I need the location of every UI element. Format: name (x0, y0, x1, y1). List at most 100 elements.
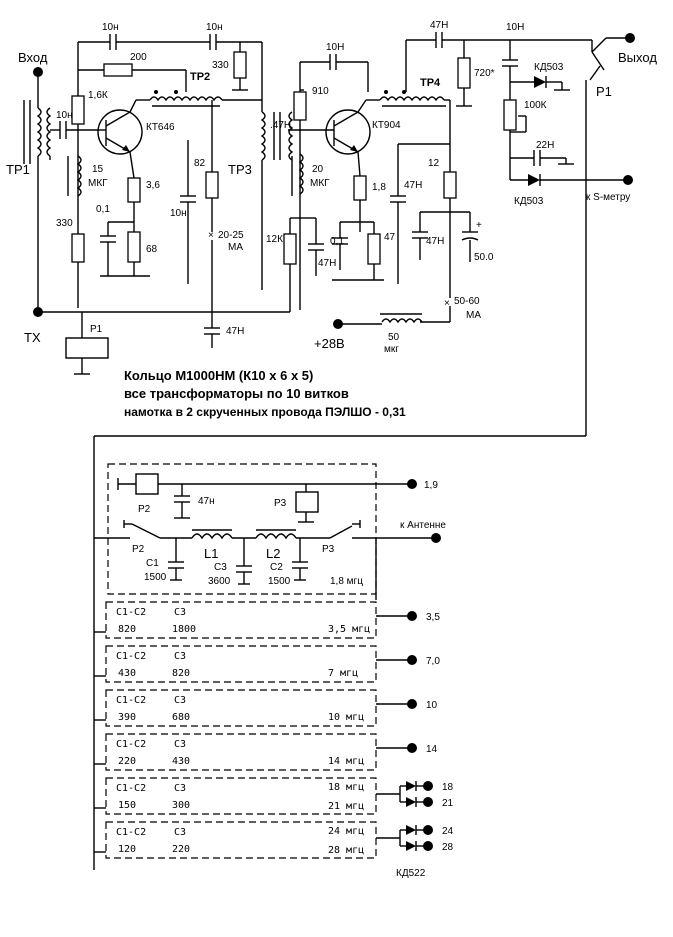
filter-row-col1-head: C1-C2 (116, 651, 146, 662)
filter-row-terminal-label: 10 (426, 700, 438, 711)
filter-row-terminal[interactable] (407, 611, 417, 621)
tr2-winding (149, 96, 223, 102)
svg-text:10н: 10н (56, 110, 73, 121)
filter-row-terminal-label: 7,0 (426, 656, 440, 667)
filter-row-terminal[interactable] (423, 781, 433, 791)
filter-row-terminal[interactable] (407, 743, 417, 753)
inductor-l1 (191, 533, 233, 540)
svg-text:10н: 10н (206, 22, 223, 33)
svg-text:20: 20 (312, 164, 324, 175)
svg-text:20-25: 20-25 (218, 230, 244, 241)
svg-text:Р3: Р3 (322, 544, 335, 555)
svg-text:×: × (208, 230, 214, 241)
r-910 (293, 91, 307, 121)
filter-row-c3: 680 (172, 712, 190, 723)
svg-text:1,6К: 1,6К (88, 90, 108, 101)
svg-text:C1: C1 (146, 558, 159, 569)
r-12k (283, 233, 297, 265)
svg-text:МА: МА (228, 242, 243, 253)
filter-row-col1-head: C1-C2 (116, 783, 146, 794)
filter-row-box (105, 733, 377, 771)
svg-text:15: 15 (92, 164, 104, 175)
tr4-label: ТР4 (420, 77, 441, 89)
r-330-top (233, 51, 247, 79)
q2-label: КТ904 (372, 120, 401, 131)
output-terminal[interactable] (625, 33, 635, 43)
svg-text:КД503: КД503 (534, 62, 564, 73)
svg-text:50: 50 (388, 332, 400, 343)
q2-transistor (325, 109, 371, 155)
filter-row-terminal[interactable] (423, 841, 433, 851)
r-82 (205, 171, 219, 199)
svg-text:Р2: Р2 (138, 504, 151, 515)
filter-row-col2-head: C3 (174, 783, 186, 794)
filter-row-band: 18 мгц (328, 782, 364, 793)
svg-text:10н: 10н (102, 22, 119, 33)
filter-row-terminal[interactable] (423, 825, 433, 835)
filter-row-band2: 21 мгц (328, 801, 364, 812)
filter-row-c12: 820 (118, 624, 136, 635)
filter-row-box (105, 777, 377, 815)
filter-row-c12: 430 (118, 668, 136, 679)
svg-text:МКГ: МКГ (88, 178, 108, 189)
svg-text:100К: 100К (524, 100, 547, 111)
svg-text:1500: 1500 (268, 576, 291, 587)
svg-text:47н: 47н (198, 496, 215, 507)
svg-text:47Н: 47Н (318, 258, 336, 269)
filter-row-col2-head: C3 (174, 607, 186, 618)
svg-text:910: 910 (312, 86, 329, 97)
r-1k6 (71, 95, 85, 125)
filter-row-col1-head: C1-C2 (116, 827, 146, 838)
svg-text:Р2: Р2 (132, 544, 145, 555)
r-200 (103, 63, 133, 77)
r-47 (367, 233, 381, 265)
svg-text:47Н: 47Н (430, 20, 448, 31)
r-100k (503, 99, 517, 131)
svg-text:10н: 10н (170, 208, 187, 219)
filter-row-c12: 120 (118, 844, 136, 855)
q1-label: КТ646 (146, 122, 175, 133)
filter-row-terminal[interactable] (407, 699, 417, 709)
tr4-winding (379, 96, 445, 102)
svg-text:47Н: 47Н (426, 236, 444, 247)
filter-row-terminal[interactable] (407, 655, 417, 665)
svg-text:68: 68 (146, 244, 158, 255)
q1-transistor (97, 109, 143, 155)
relay-p3 (295, 491, 319, 513)
tr1-winding-a (36, 107, 42, 157)
inductor-l2 (255, 533, 297, 540)
tr1-label: ТР1 (6, 162, 30, 177)
filter-row-terminal-label: 3,5 (426, 612, 440, 623)
r-68 (127, 231, 141, 263)
v28-terminal[interactable] (333, 319, 343, 329)
filter-row-col2-head: C3 (174, 651, 186, 662)
svg-text:.47Н: .47Н (270, 120, 291, 131)
svg-text:1,9: 1,9 (424, 480, 438, 491)
s-meter-terminal[interactable] (623, 175, 633, 185)
input-label: Вход (18, 50, 48, 65)
diode-kd522-label: КД522 (396, 868, 426, 879)
antenna-label: к Антенне (400, 520, 446, 531)
svg-text:0,1: 0,1 (330, 236, 344, 247)
svg-text:47Н: 47Н (226, 326, 244, 337)
note-winding: намотка в 2 скрученных провода ПЭЛШО - 0… (124, 405, 406, 419)
svg-text:1,8 мгц: 1,8 мгц (330, 576, 363, 587)
terminal-top[interactable] (407, 479, 417, 489)
filter-row-terminal[interactable] (423, 797, 433, 807)
filter-row-terminal-label: 28 (442, 842, 454, 853)
filter-row-band: 14 мгц (328, 756, 364, 767)
filter-bank: Р2 1,9 47н Р3 Р2 L1 L2 (94, 463, 446, 600)
antenna-terminal[interactable] (431, 533, 441, 543)
svg-text:10Н: 10Н (326, 42, 344, 53)
choke-15 (76, 155, 82, 197)
second-stage: 10Н 910 20 МКГ 12К 47Н КТ904 (266, 40, 494, 355)
svg-text:Р1: Р1 (90, 324, 103, 335)
svg-text:3,6: 3,6 (146, 180, 160, 191)
filter-row-terminal-label: 14 (426, 744, 438, 755)
filter-row-col1-head: C1-C2 (116, 695, 146, 706)
note-ring: Кольцо М1000НМ (К10 х 6 х 5) (124, 368, 313, 383)
svg-text:1500: 1500 (144, 572, 167, 583)
svg-text:мкг: мкг (384, 344, 399, 355)
diode-kd522 (406, 781, 416, 791)
